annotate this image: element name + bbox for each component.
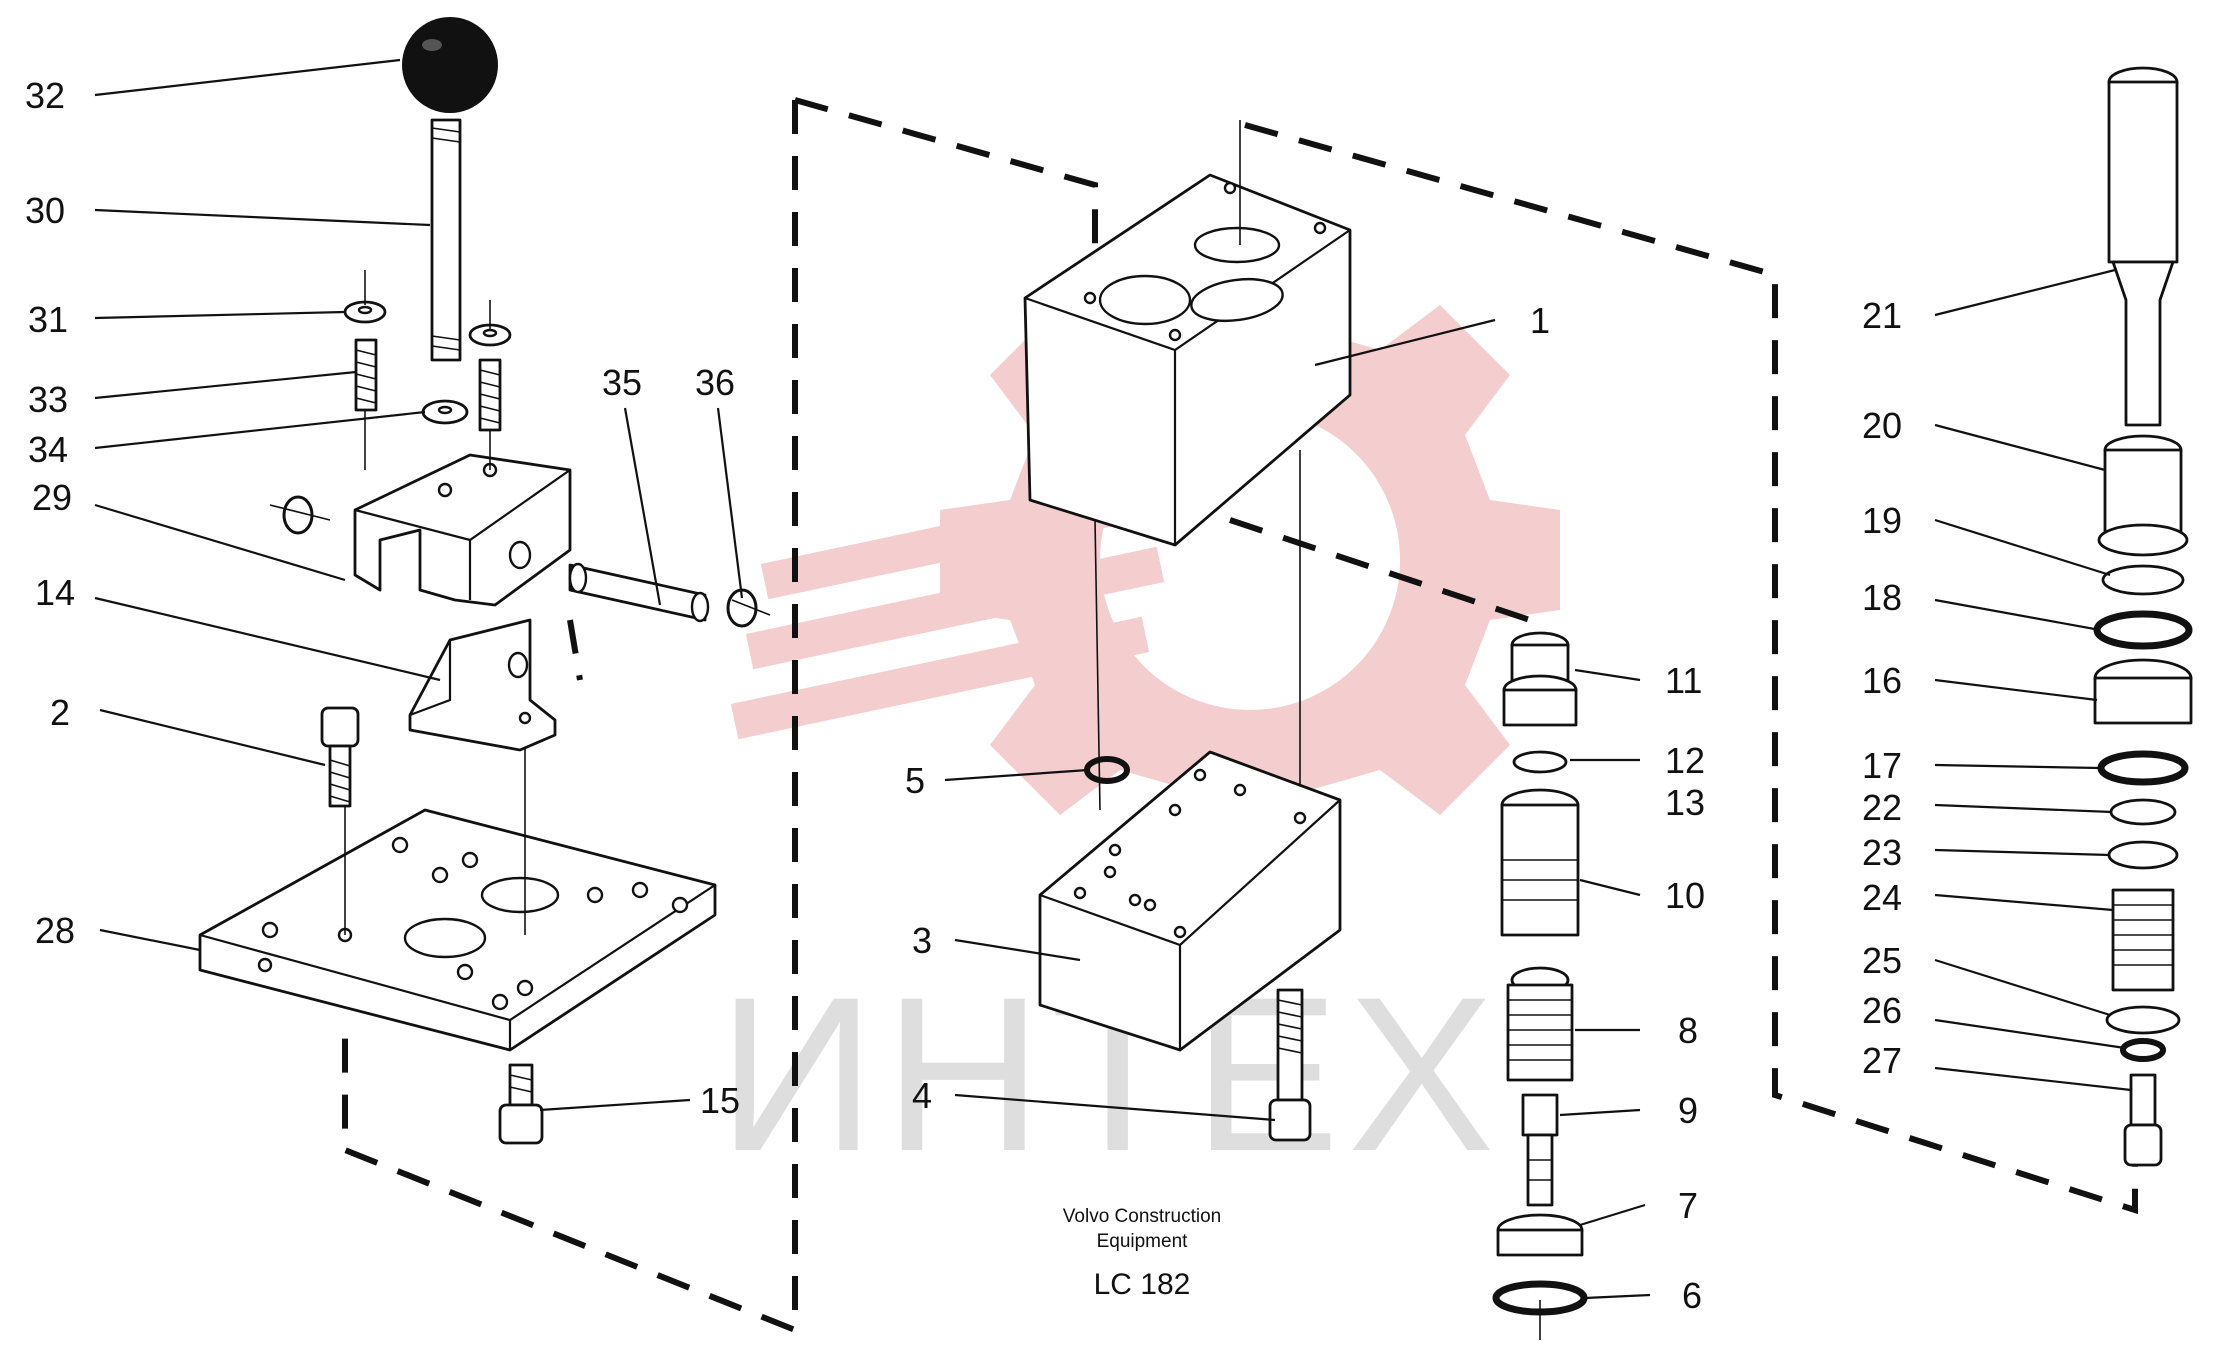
label-1: 1 bbox=[1530, 300, 1550, 341]
part-30-lever-shaft bbox=[430, 118, 462, 362]
label-12: 12 bbox=[1665, 740, 1705, 781]
part-33-set-screw bbox=[354, 338, 378, 412]
part-35-pin bbox=[568, 562, 710, 623]
label-30: 30 bbox=[25, 190, 65, 231]
label-27: 27 bbox=[1862, 1040, 1902, 1081]
label-23: 23 bbox=[1862, 832, 1902, 873]
part-31-nut bbox=[343, 270, 387, 324]
label-21: 21 bbox=[1862, 295, 1902, 336]
label-24: 24 bbox=[1862, 877, 1902, 918]
label-14: 14 bbox=[35, 572, 75, 613]
dashed-outlines bbox=[342, 97, 2138, 1335]
label-36: 36 bbox=[695, 362, 735, 403]
middle-stack bbox=[1492, 631, 1588, 1340]
label-25: 25 bbox=[1862, 940, 1902, 981]
caption-block: Volvo Construction Equipment LC 182 bbox=[1063, 1206, 1221, 1301]
right-stack bbox=[2093, 66, 2193, 1167]
part-36-clip bbox=[726, 588, 771, 628]
label-16: 16 bbox=[1862, 660, 1902, 701]
label-18: 18 bbox=[1862, 577, 1902, 618]
label-10: 10 bbox=[1665, 875, 1705, 916]
label-4: 4 bbox=[912, 1075, 932, 1116]
label-31: 31 bbox=[28, 299, 68, 340]
label-2: 2 bbox=[50, 692, 70, 733]
label-17: 17 bbox=[1862, 745, 1902, 786]
part-33-set-screw-right bbox=[478, 358, 502, 432]
part-14-bracket bbox=[408, 618, 557, 752]
part-15-screw bbox=[498, 1063, 544, 1145]
caption-company: Volvo Construction bbox=[1063, 1206, 1221, 1227]
label-7: 7 bbox=[1678, 1185, 1698, 1226]
part-29-yoke bbox=[353, 380, 572, 607]
label-3: 3 bbox=[912, 920, 932, 961]
part-34-nut bbox=[421, 399, 469, 425]
caption-code: LC 182 bbox=[1094, 1268, 1191, 1301]
part-28-base-plate bbox=[198, 720, 717, 1052]
label-26: 26 bbox=[1862, 990, 1902, 1031]
label-13: 13 bbox=[1665, 782, 1705, 823]
leader-lines bbox=[94, 58, 2132, 1300]
label-34: 34 bbox=[28, 429, 68, 470]
part-31-nut-right bbox=[468, 300, 512, 347]
label-35: 35 bbox=[602, 362, 642, 403]
label-6: 6 bbox=[1682, 1275, 1702, 1316]
label-32: 32 bbox=[25, 75, 65, 116]
label-20: 20 bbox=[1862, 405, 1902, 446]
label-11: 11 bbox=[1665, 660, 1702, 701]
label-15: 15 bbox=[700, 1080, 740, 1121]
label-33: 33 bbox=[28, 379, 68, 420]
label-9: 9 bbox=[1678, 1090, 1698, 1131]
label-19: 19 bbox=[1862, 500, 1902, 541]
label-5: 5 bbox=[905, 760, 925, 801]
part-2-cap-screw bbox=[320, 706, 360, 808]
caption-equipment: Equipment bbox=[1097, 1231, 1189, 1252]
part-3-lower-block bbox=[1038, 750, 1342, 1052]
clip-left bbox=[269, 495, 331, 535]
label-8: 8 bbox=[1678, 1010, 1698, 1051]
part-labels: 32 30 31 33 34 29 14 2 28 15 35 36 1 5 3… bbox=[25, 75, 1902, 1316]
part-1-valve-block bbox=[1023, 120, 1352, 811]
label-28: 28 bbox=[35, 910, 75, 951]
part-32-knob bbox=[402, 17, 498, 113]
label-22: 22 bbox=[1862, 787, 1902, 828]
label-29: 29 bbox=[32, 477, 72, 518]
